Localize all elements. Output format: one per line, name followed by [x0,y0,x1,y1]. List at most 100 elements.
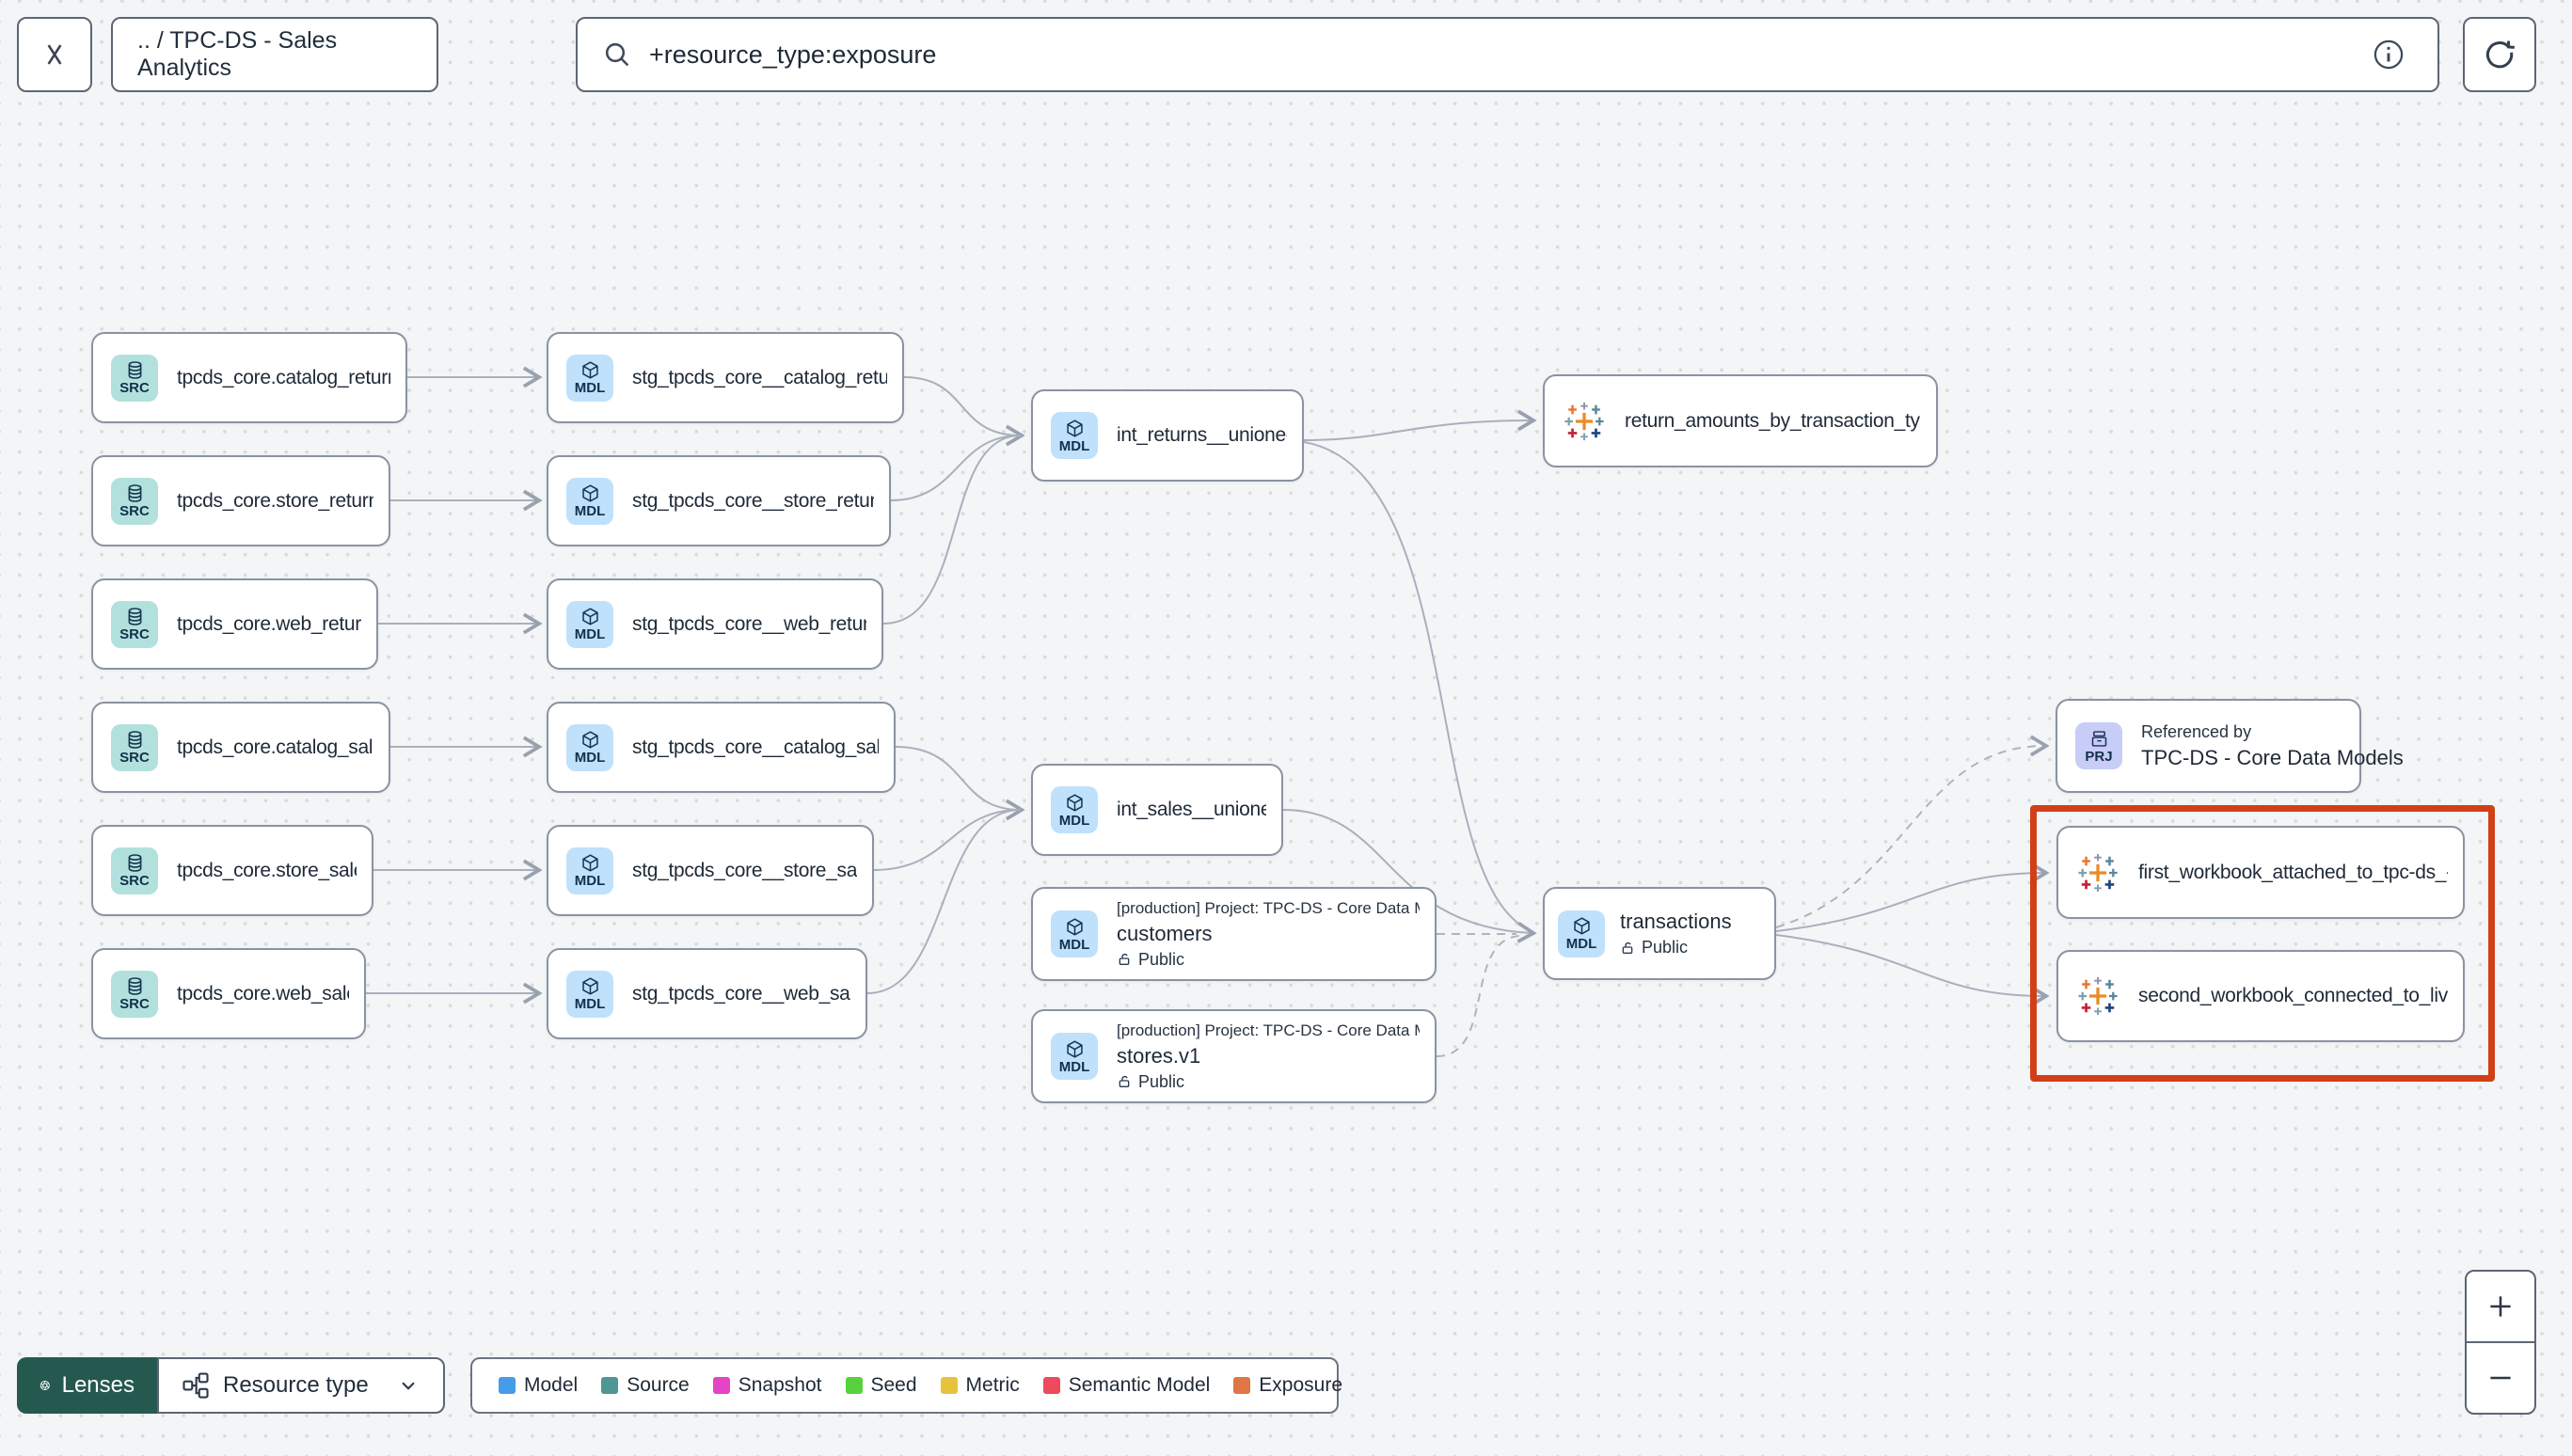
legend-item-exposure: Exposure [1233,1374,1342,1397]
node-source-web-sales[interactable]: SRC tpcds_core.web_sales [91,948,366,1039]
resource-graph-icon [183,1372,209,1399]
node-label: customers [1117,921,1213,945]
node-label: transactions [1620,910,1732,933]
node-label: tpcds_core.web_returns [177,612,361,635]
breadcrumb[interactable]: .. / TPC-DS - Sales Analytics [111,17,438,92]
edge-stg4-intsales [895,746,1025,821]
node-stores-v1[interactable]: MDL [production] Project: TPC-DS - Core … [1031,1009,1437,1103]
exposure-highlight-box [2030,805,2495,1082]
source-badge: SRC [111,600,158,648]
semantic-model-swatch [1042,1377,1060,1394]
node-source-catalog-sales[interactable]: SRC tpcds_core.catalog_sales [91,702,390,793]
exposure-swatch [1233,1377,1251,1394]
node-stg-web-sales[interactable]: MDL stg_tpcds_core__web_sales [547,948,867,1039]
referenced-by-title: Referenced by [2141,721,2252,741]
legend-item-model: Model [499,1374,578,1397]
unlock-icon [1119,954,1130,965]
node-label: tpcds_core.web_sales [177,982,349,1005]
node-exposure-first-workbook[interactable]: first_workbook_attached_to_tpc-ds_-_… [2056,826,2465,919]
chevron-down-icon [402,1382,415,1390]
node-stg-catalog-sales[interactable]: MDL stg_tpcds_core__catalog_sales [547,702,896,793]
node-stg-catalog-returns[interactable]: MDL stg_tpcds_core__catalog_returns [547,332,904,423]
tableau-icon [2078,853,2118,892]
node-exposure-return-amounts[interactable]: return_amounts_by_transaction_type [1543,374,1938,467]
node-exposure-second-workbook[interactable]: second_workbook_connected_to_live… [2056,950,2465,1042]
resource-type-dropdown[interactable]: Resource type [157,1357,445,1414]
node-stg-store-returns[interactable]: MDL stg_tpcds_core__store_returns [547,455,891,546]
cube-icon [1573,917,1590,935]
edge-stg5-intsales [873,809,1022,871]
node-referenced-by[interactable]: PRJ Referenced by TPC-DS - Core Data Mod… [2056,699,2404,793]
lenses-button[interactable]: Lenses [17,1357,157,1414]
project-badge: PRJ [2075,722,2122,769]
node-label: TPC-DS - Core Data Models [2141,745,2404,769]
node-source-store-returns[interactable]: SRC tpcds_core.store_returns [91,455,390,546]
node-label: tpcds_core.store_returns [177,489,373,512]
edge-transactions-workbook2 [1775,934,2050,1007]
node-stg-store-sales[interactable]: MDL stg_tpcds_core__store_sales [547,825,874,916]
model-badge: MDL [1051,412,1098,459]
node-label: stg_tpcds_core__catalog_returns [632,366,887,388]
unlock-icon [1622,942,1633,954]
zoom-out-button[interactable] [2467,1343,2534,1413]
node-label: stg_tpcds_core__store_returns [632,489,874,512]
cube-icon [581,731,598,749]
tableau-icon [2078,976,2118,1016]
cube-icon [581,361,598,379]
access-label: Public [1117,1072,1420,1092]
lenses-label: Lenses [61,1372,135,1398]
info-icon[interactable] [2372,38,2405,71]
legend-item-snapshot: Snapshot [712,1374,822,1397]
legend-item-semantic-model: Semantic Model [1042,1374,1210,1397]
node-int-returns-unioned[interactable]: MDL int_returns__unioned [1031,389,1304,482]
node-label: tpcds_core.catalog_sales [177,736,373,758]
legend-item-seed: Seed [845,1374,917,1397]
model-badge: MDL [1051,786,1098,833]
model-badge: MDL [566,600,613,648]
node-customers[interactable]: MDL [production] Project: TPC-DS - Core … [1031,887,1437,981]
cube-icon [1066,793,1083,812]
snapshot-swatch [712,1377,730,1394]
edge-stg2-intreturns [890,435,1022,501]
node-label: stg_tpcds_core__store_sales [632,859,857,881]
plus-icon [2490,1296,2511,1317]
search-bar[interactable] [576,17,2439,92]
database-icon [128,731,141,749]
model-badge: MDL [1051,1033,1098,1080]
legend-item-metric: Metric [940,1374,1020,1397]
model-badge: MDL [566,477,613,525]
node-source-web-returns[interactable]: SRC tpcds_core.web_returns [91,578,378,670]
close-button[interactable] [17,17,92,92]
refresh-button[interactable] [2463,17,2536,92]
edge-stg6-intsales [866,809,1022,994]
cube-icon [581,608,598,625]
search-input[interactable] [649,40,2372,70]
edge-transactions-referencedby [1775,735,2050,928]
database-icon [128,854,141,872]
access-label: Public [1117,950,1420,970]
project-label: [production] Project: TPC-DS - Core Data… [1117,1021,1420,1039]
node-label: first_workbook_attached_to_tpc-ds_-_… [2138,861,2448,883]
metric-swatch [940,1377,958,1394]
source-swatch [601,1377,619,1394]
node-stg-web-returns[interactable]: MDL stg_tpcds_core__web_returns [547,578,883,670]
node-source-store-sales[interactable]: SRC tpcds_core.store_sales [91,825,373,916]
node-transactions[interactable]: MDL transactions Public [1543,887,1776,980]
cube-icon [1066,419,1083,437]
cube-icon [581,977,598,995]
source-badge: SRC [111,354,158,402]
node-source-catalog-returns[interactable]: SRC tpcds_core.catalog_returns [91,332,407,423]
edge-intreturns-returnexposure [1303,409,1537,441]
cube-icon [1066,917,1083,936]
cube-icon [581,484,598,502]
node-label: stg_tpcds_core__catalog_sales [632,736,879,758]
edge-stores-transactions [1436,935,1520,1057]
seed-swatch [845,1377,863,1394]
search-icon [605,42,629,67]
zoom-in-button[interactable] [2467,1272,2534,1343]
lens-controls: Lenses Resource type [17,1357,445,1414]
node-label: tpcds_core.catalog_returns [177,366,390,388]
node-label: second_workbook_connected_to_live… [2138,985,2448,1006]
node-int-sales-unioned[interactable]: MDL int_sales__unioned [1031,764,1283,856]
source-badge: SRC [111,847,158,894]
